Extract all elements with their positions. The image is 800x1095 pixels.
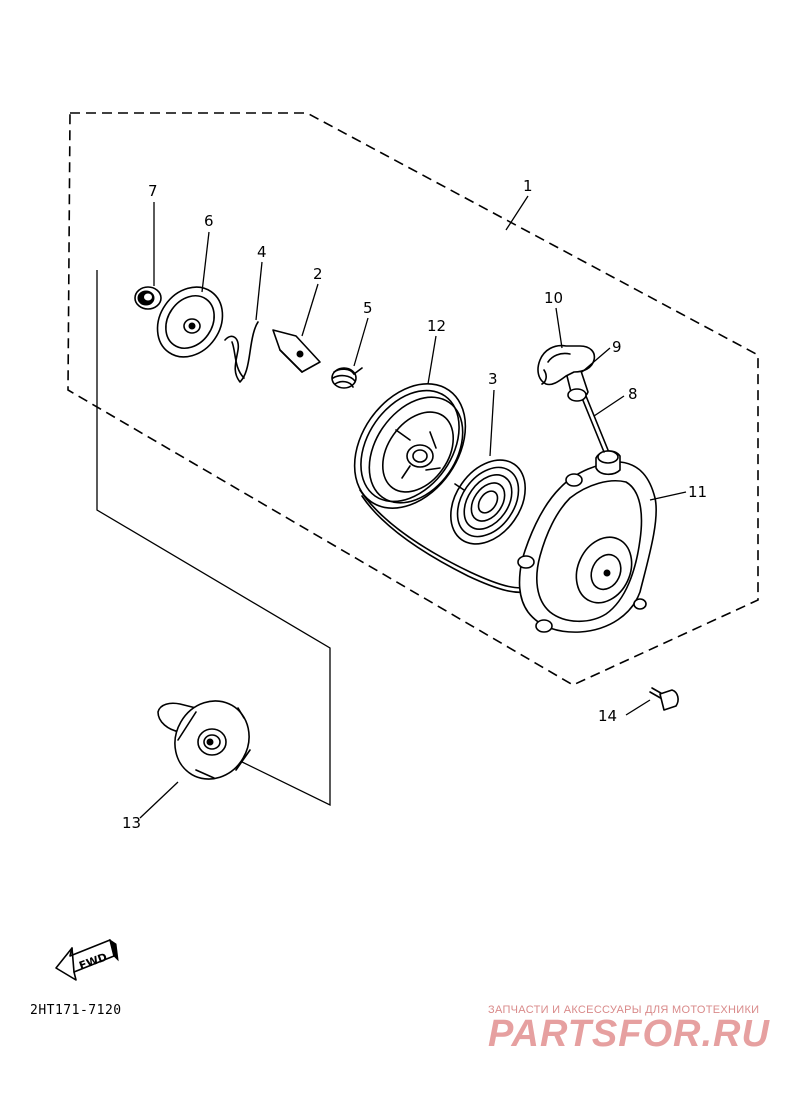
leader-13: [139, 781, 179, 819]
callout-9: 9: [612, 338, 622, 356]
callout-5: 5: [363, 299, 373, 317]
callout-8: 8: [628, 385, 638, 403]
part-13-hub: [157, 700, 251, 780]
part-7-nut: [134, 286, 162, 310]
callout-1: 1: [523, 177, 533, 195]
watermark-subtitle: ЗАПЧАСТИ И АКСЕССУАРЫ ДЛЯ МОТОТЕХНИКИ: [488, 1004, 760, 1016]
part-8-rope: [581, 395, 609, 453]
leader-11: [649, 491, 687, 501]
part-4-spring-clip: [224, 321, 259, 383]
part-13-bracket: [96, 270, 331, 807]
leader-1: [505, 195, 529, 231]
leader-2: [301, 283, 319, 337]
callout-3: 3: [488, 370, 498, 388]
leader-8: [593, 395, 625, 417]
leader-4: [255, 261, 263, 321]
callout-12: 12: [427, 317, 446, 335]
part-11-starter-cover: [517, 450, 657, 633]
callout-11: 11: [688, 483, 707, 501]
part-14-bolt: [649, 687, 679, 711]
leader-12: [427, 335, 437, 385]
leader-14: [625, 699, 651, 716]
part-2-pawl: [272, 329, 321, 373]
callout-7: 7: [148, 182, 158, 200]
starter-rope: [359, 489, 536, 589]
part-6-drive-plate: [156, 286, 224, 358]
part-12-pulley: [353, 383, 467, 509]
leader-3: [489, 389, 495, 457]
callout-4: 4: [257, 243, 267, 261]
callout-6: 6: [204, 212, 214, 230]
watermark-brand: PARTSFOR.RU: [488, 1013, 770, 1055]
part-3-recoil-spring: [450, 459, 526, 545]
part-9-grip: [565, 367, 589, 402]
callout-14: 14: [598, 707, 617, 725]
callout-13: 13: [122, 814, 141, 832]
assembly-boundary: [67, 112, 759, 686]
part-10-handle: [537, 344, 596, 386]
leader-5: [353, 317, 369, 367]
leader-9: [581, 347, 611, 373]
leader-6: [201, 231, 210, 293]
callout-2: 2: [313, 265, 323, 283]
part-5-spring: [331, 367, 363, 389]
callout-10: 10: [544, 289, 563, 307]
fwd-arrow: FWD: [55, 938, 119, 981]
diagram-code: 2HT171-7120: [30, 1003, 122, 1018]
leader-10: [555, 307, 563, 349]
